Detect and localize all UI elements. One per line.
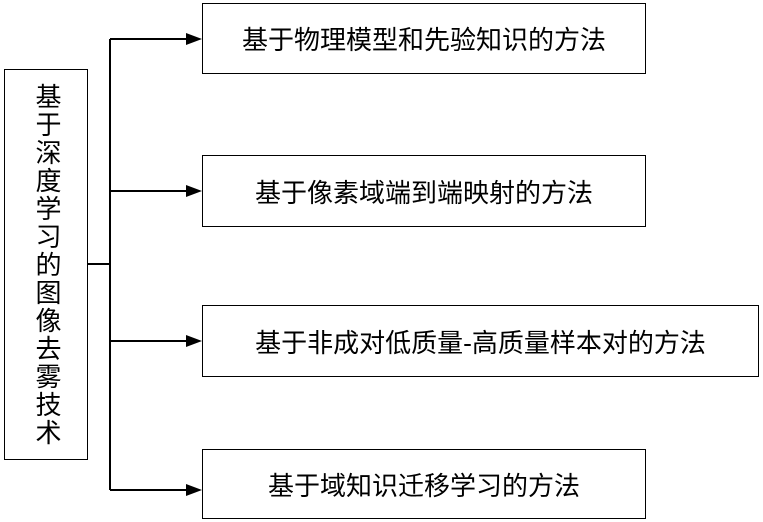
branch-node-1: 基于物理模型和先验知识的方法 xyxy=(202,3,646,74)
branch-node-4: 基于域知识迁移学习的方法 xyxy=(202,449,646,519)
branch-node-3-label: 基于非成对低质量-高质量样本对的方法 xyxy=(255,328,706,359)
branch-node-2-label: 基于像素域端到端映射的方法 xyxy=(254,178,593,209)
arrowhead-1 xyxy=(186,33,202,45)
branch-node-1-label: 基于物理模型和先验知识的方法 xyxy=(241,26,606,56)
branch-node-2: 基于像素域端到端映射的方法 xyxy=(202,155,646,227)
root-node: 基于深度学习的图像去雾技术 xyxy=(4,69,88,460)
arrowhead-4 xyxy=(186,484,202,496)
root-node-label: 基于深度学习的图像去雾技术 xyxy=(31,82,61,447)
arrowhead-3 xyxy=(186,335,202,347)
branch-node-3: 基于非成对低质量-高质量样本对的方法 xyxy=(202,305,759,377)
branch-node-4-label: 基于域知识迁移学习的方法 xyxy=(267,471,580,502)
arrowhead-2 xyxy=(186,185,202,197)
